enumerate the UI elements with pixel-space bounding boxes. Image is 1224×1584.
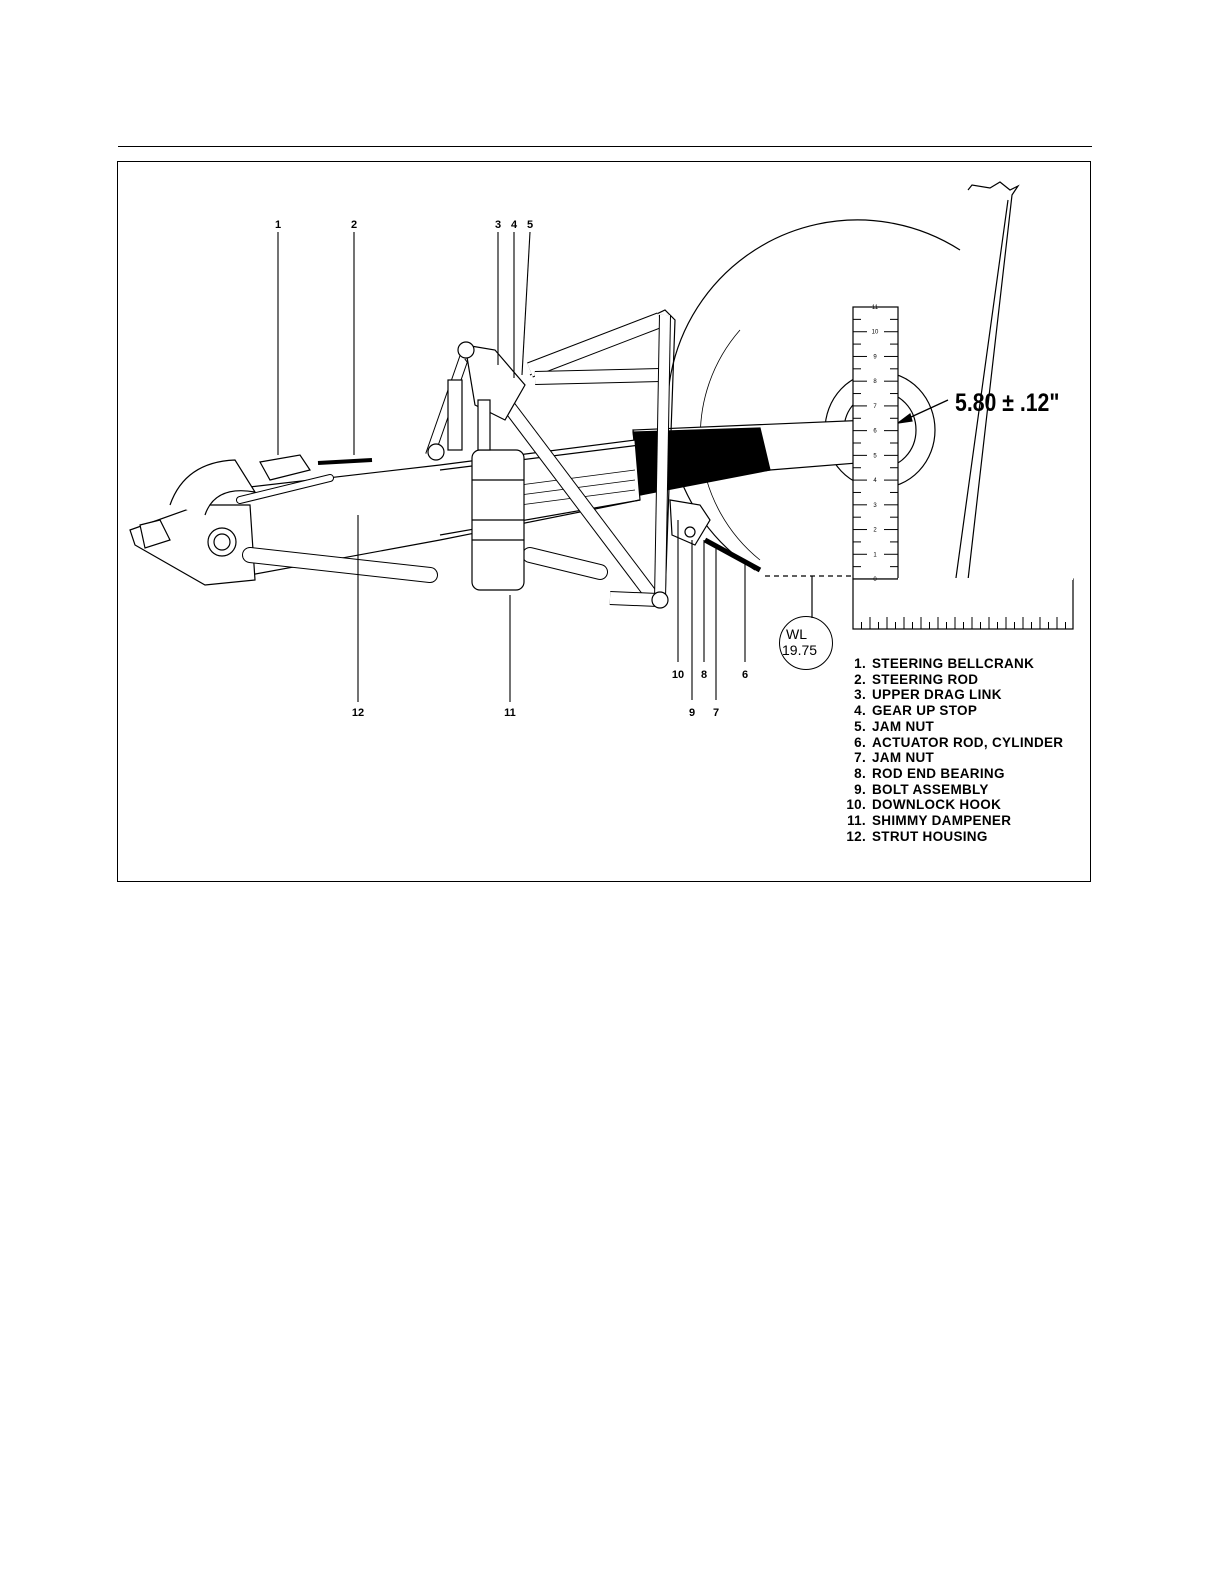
callout-3: 3 <box>495 219 501 231</box>
callout-2: 2 <box>351 219 357 231</box>
legend-item-label: GEAR UP STOP <box>872 703 977 718</box>
legend-item-label: DOWNLOCK HOOK <box>872 797 1001 812</box>
legend-item: 11. SHIMMY DAMPENER <box>838 813 1063 829</box>
legend-item-number: 3. <box>838 687 866 703</box>
legend-item: 8. ROD END BEARING <box>838 766 1063 782</box>
wheel-outline <box>667 220 960 570</box>
legend-item-number: 12. <box>838 829 866 845</box>
callout-5: 5 <box>527 219 533 231</box>
callout-4: 4 <box>511 219 518 231</box>
legend-item: 10. DOWNLOCK HOOK <box>838 797 1063 813</box>
legend-item-label: JAM NUT <box>872 719 934 734</box>
legend-item: 1. STEERING BELLCRANK <box>838 656 1063 672</box>
legend-item-label: JAM NUT <box>872 750 934 765</box>
legend-item-label: ROD END BEARING <box>872 766 1005 781</box>
waterline-value: 19.75 <box>780 642 832 658</box>
legend-item-number: 9. <box>838 782 866 798</box>
callout-12: 12 <box>352 707 364 719</box>
legend-item-label: STRUT HOUSING <box>872 829 988 844</box>
legend-item-label: ACTUATOR ROD, CYLINDER <box>872 735 1063 750</box>
callout-10: 10 <box>672 669 684 681</box>
callout-11: 11 <box>504 707 516 719</box>
ruler-tick-label: 11 <box>872 305 879 311</box>
callout-8: 8 <box>701 669 707 681</box>
legend-item: 6. ACTUATOR ROD, CYLINDER <box>838 735 1063 751</box>
callout-7: 7 <box>713 707 719 719</box>
legend-item: 3. UPPER DRAG LINK <box>838 687 1063 703</box>
legend-item-label: STEERING ROD <box>872 672 978 687</box>
ruler-tick-label: 10 <box>872 330 879 336</box>
waterline-badge: WL 19.75 <box>779 616 833 670</box>
callout-1: 1 <box>275 219 281 231</box>
waterline-label: WL <box>780 617 832 642</box>
airframe-skin <box>968 182 1018 580</box>
callout-6: 6 <box>742 669 748 681</box>
legend-item: 9. BOLT ASSEMBLY <box>838 782 1063 798</box>
legend-item-number: 7. <box>838 750 866 766</box>
legend-item: 5. JAM NUT <box>838 719 1063 735</box>
legend-item-number: 11. <box>838 813 866 829</box>
legend-item-label: STEERING BELLCRANK <box>872 656 1034 671</box>
axle-shading <box>633 428 770 495</box>
legend-item-number: 1. <box>838 656 866 672</box>
legend-item: 4. GEAR UP STOP <box>838 703 1063 719</box>
legend-item: 12. STRUT HOUSING <box>838 829 1063 845</box>
legend-item-number: 5. <box>838 719 866 735</box>
legend-item-number: 10. <box>838 797 866 813</box>
legend-item-number: 6. <box>838 735 866 751</box>
legend-item-number: 8. <box>838 766 866 782</box>
parts-legend: 1. STEERING BELLCRANK 2. STEERING ROD 3. UPPE… <box>838 656 1063 844</box>
legend-item: 7. JAM NUT <box>838 750 1063 766</box>
legend-item: 2. STEERING ROD <box>838 672 1063 688</box>
callout-9: 9 <box>689 707 695 719</box>
legend-item-number: 4. <box>838 703 866 719</box>
legend-item-label: UPPER DRAG LINK <box>872 687 1002 702</box>
legend-item-label: SHIMMY DAMPENER <box>872 813 1011 828</box>
legend-item-label: BOLT ASSEMBLY <box>872 782 989 797</box>
legend-item-number: 2. <box>838 672 866 688</box>
downlock-hook-shape <box>670 500 710 545</box>
dimension-label: 5.80 ± .12" <box>955 389 1059 418</box>
